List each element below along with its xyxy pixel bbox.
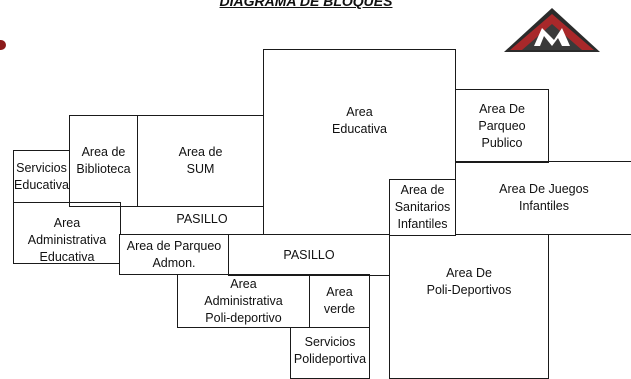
- block-area-sanitarios-infantiles: Area de Sanitarios Infantiles: [389, 179, 456, 236]
- block-area-verde: Area verde: [309, 274, 370, 328]
- block-servicios-educativa: Servicios Educativa: [13, 150, 70, 203]
- block-area-administrativa-polideportivo-label: Area Administrativa Poli-deportivo: [204, 276, 283, 325]
- block-area-biblioteca-label: Area de Biblioteca: [76, 145, 131, 176]
- block-servicios-polideportiva-label: Servicios Polideportiva: [293, 335, 367, 366]
- block-pasillo-lower-label: PASILLO: [283, 247, 335, 262]
- block-area-polideportivos-label: Area De Poli-Deportivos: [426, 266, 512, 297]
- block-pasillo-upper-label: PASILLO: [176, 211, 228, 226]
- block-area-sum: Area de SUM: [137, 115, 264, 207]
- block-pasillo-lower: PASILLO: [228, 234, 390, 276]
- company-logo-icon: [504, 8, 600, 52]
- block-pasillo-upper: PASILLO: [140, 208, 264, 230]
- block-area-parqueo-publico: Area De Parqueo Publico: [455, 89, 549, 163]
- block-area-verde-label: Area verde: [323, 285, 356, 316]
- block-area-parqueo-admon: Area de Parqueo Admon.: [119, 234, 229, 275]
- block-area-juegos-infantiles: Area De Juegos Infantiles: [455, 161, 631, 235]
- block-servicios-educativa-label: Servicios Educativa: [14, 160, 69, 192]
- red-bullet-mark: [0, 40, 6, 50]
- block-area-administrativa-educativa: Area Administrativa Educativa: [13, 202, 121, 264]
- block-area-parqueo-publico-label: Area De Parqueo Publico: [478, 101, 526, 150]
- diagram-title: DIAGRAMA DE BLOQUES: [219, 0, 393, 9]
- block-area-sum-label: Area de SUM: [178, 145, 223, 176]
- block-area-sanitarios-infantiles-label: Area de Sanitarios Infantiles: [394, 183, 451, 231]
- block-area-polideportivos: Area De Poli-Deportivos: [389, 234, 549, 379]
- block-area-administrativa-polideportivo: Area Administrativa Poli-deportivo: [177, 274, 310, 328]
- block-servicios-polideportiva: Servicios Polideportiva: [290, 327, 370, 379]
- block-area-parqueo-admon-label: Area de Parqueo Admon.: [126, 238, 222, 270]
- block-area-educativa-label: Area Educativa: [332, 105, 387, 136]
- block-area-juegos-infantiles-label: Area De Juegos Infantiles: [499, 182, 589, 213]
- block-area-administrativa-educativa-label: Area Administrativa Educativa: [27, 216, 107, 264]
- block-area-biblioteca: Area de Biblioteca: [69, 115, 138, 207]
